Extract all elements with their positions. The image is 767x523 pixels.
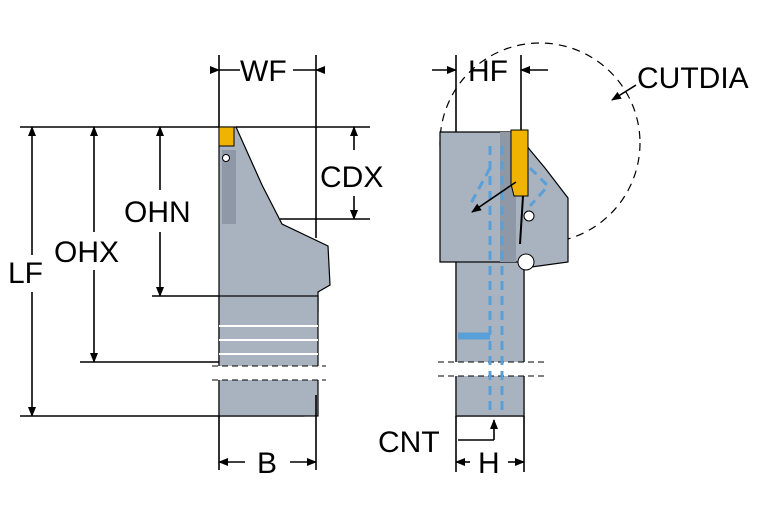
label-ohn: OHN: [124, 196, 191, 229]
front-view-insert: [510, 129, 529, 197]
side-view-insert: [218, 126, 235, 147]
label-b: B: [257, 447, 277, 480]
label-cnt: CNT: [378, 426, 440, 459]
side-view-shank: [218, 295, 319, 417]
label-ohx: OHX: [54, 236, 119, 269]
side-view-blade-shade: [222, 150, 236, 224]
label-wf: WF: [240, 55, 287, 88]
label-h: H: [478, 447, 500, 480]
side-view: WF CDX OHN OHX LF B: [8, 55, 383, 480]
label-cdx: CDX: [320, 161, 383, 194]
front-view: HF CUTDIA CNT H: [378, 42, 749, 480]
label-cutdia: CUTDIA: [637, 62, 749, 95]
label-hf: HF: [468, 55, 508, 88]
label-lf: LF: [8, 257, 43, 290]
